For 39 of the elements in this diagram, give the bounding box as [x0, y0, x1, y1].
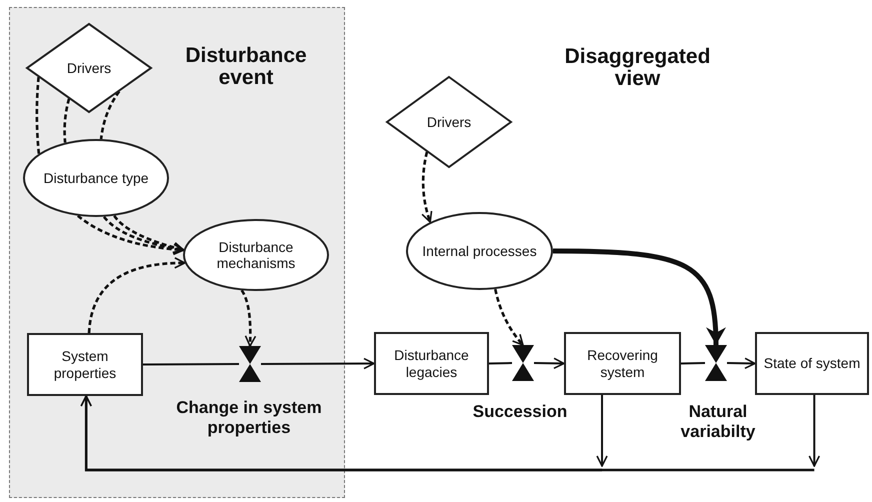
ellipse-node — [406, 212, 553, 290]
node-label: Drivers — [66, 60, 112, 76]
ellipse-node — [183, 219, 329, 291]
arrow — [494, 288, 524, 346]
node-label: Disturbance type — [42, 170, 150, 186]
valve-symbol — [705, 345, 727, 381]
diamond-node — [386, 76, 512, 168]
valve-symbol — [512, 345, 534, 381]
node-label: Recovering system — [586, 347, 659, 380]
region-panel — [9, 7, 345, 498]
process-box — [755, 332, 869, 395]
flow-label: Change in system properties — [175, 398, 323, 438]
arrow — [80, 395, 820, 472]
diamond-node — [26, 23, 152, 113]
arrow — [726, 358, 756, 370]
node-label: Internal processes — [421, 242, 538, 260]
arrow — [103, 216, 184, 254]
arrow — [261, 358, 375, 370]
process-box — [374, 332, 489, 395]
arrow — [240, 290, 256, 347]
arrow — [421, 152, 433, 223]
ellipse-node — [23, 139, 169, 217]
node-label: Drivers — [426, 114, 472, 130]
section-heading: Disturbance event — [184, 45, 308, 90]
section-heading: Disaggregated view — [564, 46, 712, 90]
arrow — [552, 248, 726, 346]
arrow — [88, 257, 186, 334]
node-label: Disturbance mechanisms — [216, 238, 296, 272]
process-box — [27, 333, 143, 396]
flow-label: Succession — [472, 402, 568, 422]
node-label: System properties — [52, 348, 118, 381]
valve-symbol — [239, 346, 261, 382]
arrow — [113, 214, 184, 254]
flow-label: Natural variabilty — [680, 402, 756, 442]
process-box — [564, 332, 681, 395]
arrow — [77, 214, 184, 256]
node-label: Disturbance legacies — [393, 347, 470, 380]
node-label: State of system — [762, 355, 862, 372]
arrow — [534, 358, 565, 370]
